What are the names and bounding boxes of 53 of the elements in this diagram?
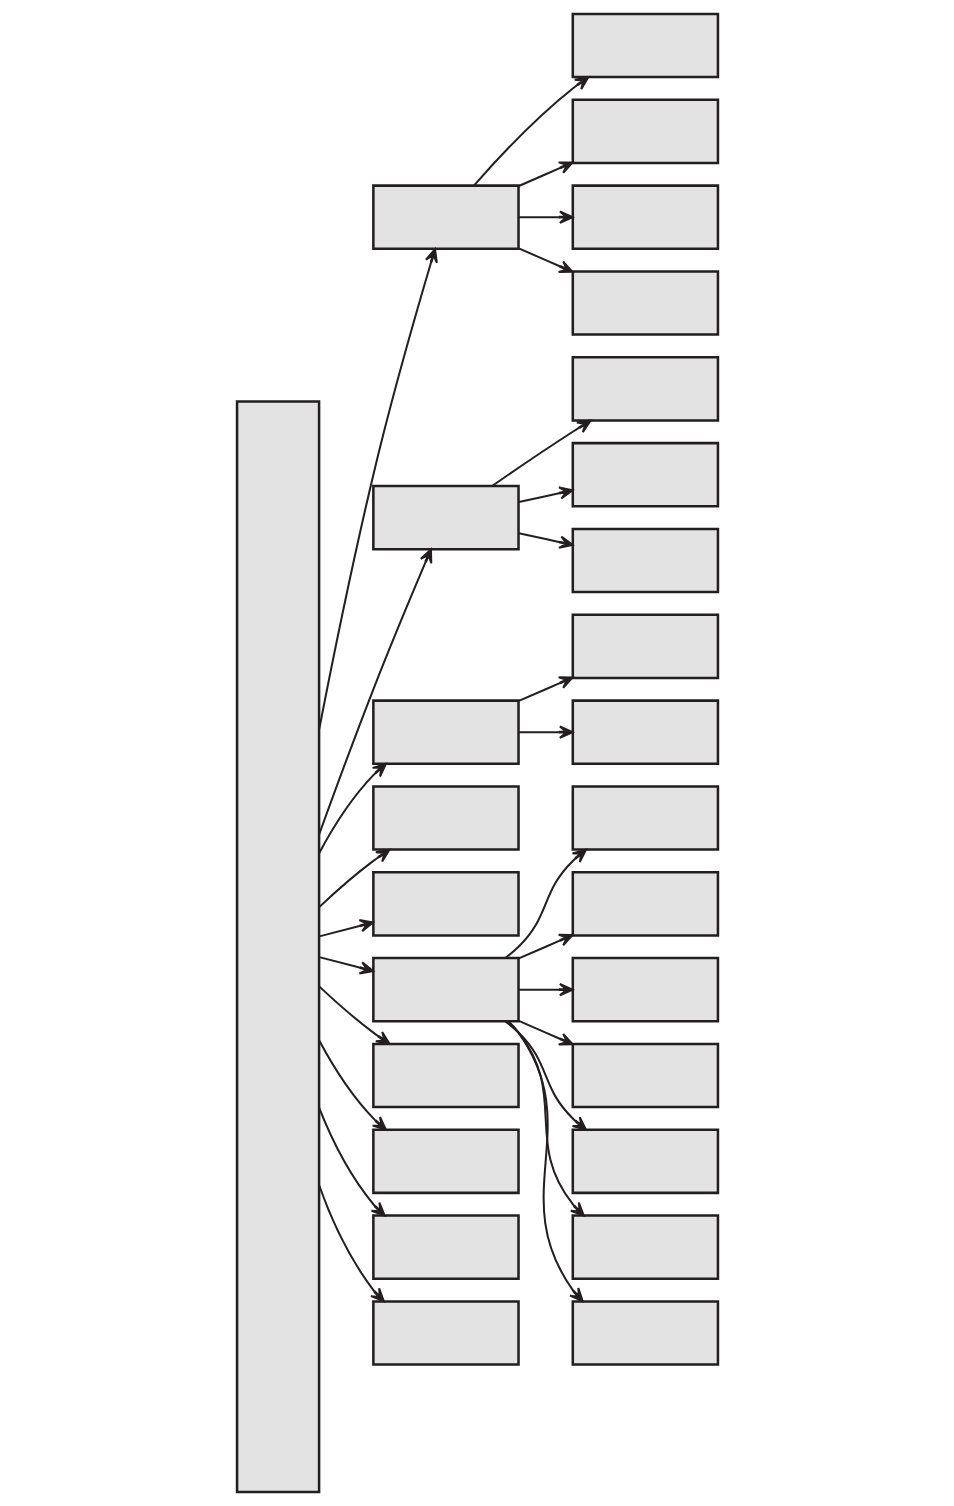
arrow — [317, 548, 432, 835]
node-box — [571, 1300, 719, 1366]
arrow — [517, 161, 574, 187]
node-box — [371, 871, 520, 937]
node-box — [571, 1214, 719, 1280]
arrow — [504, 848, 587, 959]
node-box — [371, 1128, 520, 1195]
arrow — [317, 1185, 385, 1303]
arrow — [518, 532, 574, 549]
arrow — [507, 1020, 584, 1303]
node-box — [571, 1128, 719, 1195]
node-box — [571, 527, 719, 594]
node-box — [571, 12, 719, 79]
node-box — [371, 785, 520, 851]
arrow — [317, 1040, 387, 1131]
arrow — [518, 725, 574, 739]
arrow — [518, 210, 574, 224]
node-box — [571, 785, 719, 851]
arrow — [504, 1020, 587, 1131]
node-box — [371, 484, 520, 551]
node-box — [371, 1042, 520, 1109]
arrow — [517, 1019, 574, 1046]
node-box — [371, 184, 520, 250]
arrow — [318, 919, 374, 938]
node-box — [571, 871, 719, 937]
node-box — [571, 441, 719, 508]
arrow — [518, 982, 574, 997]
arrow — [318, 848, 390, 908]
arrow — [317, 762, 387, 854]
arrow — [517, 247, 574, 273]
node-box — [571, 98, 719, 165]
arrow — [491, 419, 592, 487]
node-box — [371, 699, 520, 765]
arrow — [318, 956, 374, 975]
node-box — [571, 184, 719, 250]
node-box — [571, 356, 719, 422]
arrow — [518, 486, 574, 503]
node-box — [371, 1214, 520, 1280]
arrow — [317, 248, 438, 730]
node-box — [235, 400, 320, 1494]
node-box — [571, 1042, 719, 1109]
node-box — [571, 699, 719, 765]
node-box — [371, 956, 520, 1023]
arrow — [517, 676, 574, 702]
arrow — [506, 1020, 585, 1217]
arrow — [517, 933, 574, 960]
node-box — [571, 956, 719, 1023]
arrow — [318, 985, 390, 1045]
arrow — [472, 76, 589, 186]
node-box — [371, 1300, 520, 1366]
node-box — [571, 613, 719, 680]
arrow — [317, 1107, 386, 1217]
node-box — [571, 270, 719, 336]
